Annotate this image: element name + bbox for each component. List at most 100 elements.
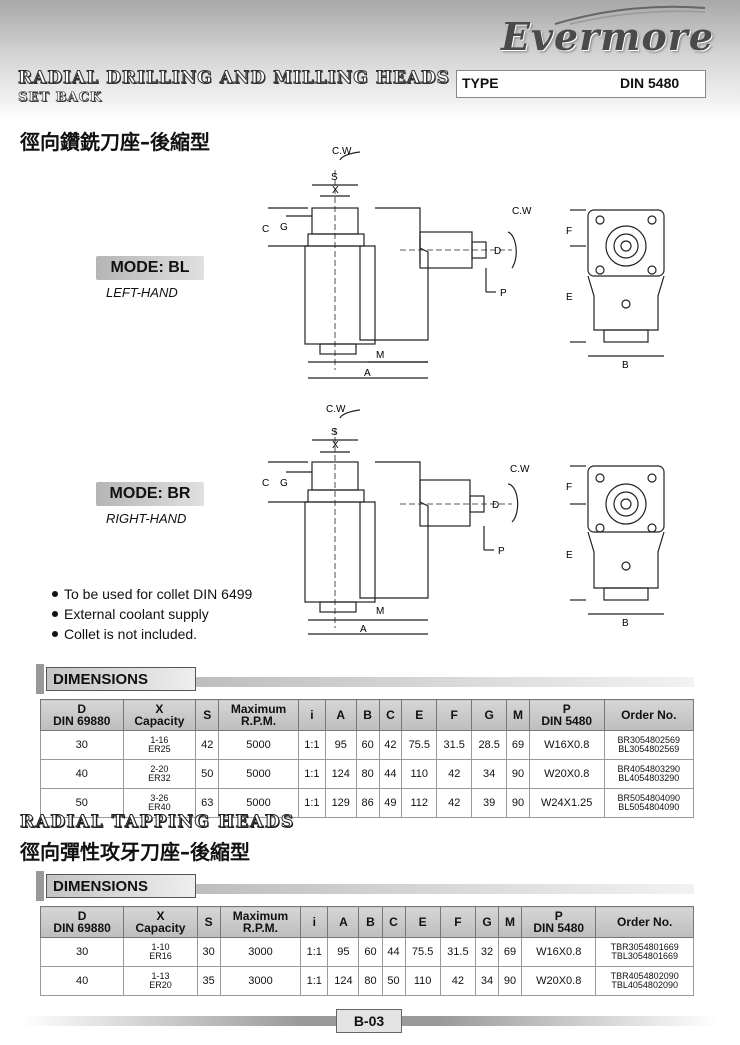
column-header: F — [439, 906, 477, 938]
column-header: S — [196, 906, 221, 938]
table-cell: 112 — [401, 788, 438, 818]
table-cell: 34 — [475, 966, 500, 996]
dim-m-label-2: M — [376, 606, 384, 617]
column-header: i — [300, 906, 329, 938]
column-header: M — [506, 699, 530, 731]
drawing-br-front: F E B — [566, 465, 665, 629]
dim-a-label: A — [364, 368, 371, 379]
table-cell: 50 — [40, 788, 124, 818]
table-cell: 63 — [195, 788, 220, 818]
table-cell: 30 — [39, 937, 125, 967]
brand-logo: Evermore — [501, 14, 714, 59]
dim-x-label-2: X — [332, 440, 339, 451]
dim-c-label-2: C — [262, 478, 269, 489]
table-cell: 90 — [498, 966, 523, 996]
column-header: C — [378, 699, 403, 731]
column-header: E — [404, 906, 441, 938]
page-title: RADIAL DRILLING AND MILLING HEADS — [18, 68, 450, 89]
note-item: Collet is not included. — [52, 624, 252, 644]
drawing-bl-side: C.W S X C G C.W D P M A — [262, 146, 532, 379]
table-cell: 42 — [378, 730, 403, 760]
table-cell: 49 — [378, 788, 403, 818]
table-cell: 42 — [436, 759, 473, 789]
table-cell: 42 — [436, 788, 473, 818]
table-cell: 75.5 — [404, 937, 441, 967]
table-cell: 110 — [401, 759, 438, 789]
logo-swoosh-icon — [554, 5, 706, 25]
dim-p-label: P — [500, 288, 507, 299]
table-cell: 5000 — [218, 730, 299, 760]
notes-list: To be used for collet DIN 6499 External … — [52, 584, 252, 644]
rotation-arrow-icon — [339, 151, 361, 161]
page-subtitle: SET BACK — [18, 90, 103, 106]
cw-label-3: C.W — [326, 404, 346, 415]
dim-f-label-2: F — [566, 482, 572, 493]
table-cell: 31.5 — [439, 937, 477, 967]
table-cell: 86 — [355, 788, 380, 818]
table-cell: 40 — [40, 759, 124, 789]
column-header: E — [401, 699, 438, 731]
table-cell: 1:1 — [297, 759, 326, 789]
table-cell: 31.5 — [436, 730, 473, 760]
table-cell: 28.5 — [471, 730, 508, 760]
table-cell: 1:1 — [297, 730, 326, 760]
table-cell: 30 — [196, 937, 221, 967]
table-cell: 129 — [324, 788, 357, 818]
table-cell: W16X0.8 — [521, 937, 597, 967]
mode-br-label: MODE: BR — [96, 482, 204, 506]
table-cell: 40 — [39, 966, 125, 996]
note-item: To be used for collet DIN 6499 — [52, 584, 252, 604]
table-cell: 32 — [475, 937, 500, 967]
table-cell: 39 — [471, 788, 508, 818]
dim-g-label-2: G — [280, 478, 288, 489]
table-cell: W20X0.8 — [528, 759, 605, 789]
dim-e-label-2: E — [566, 550, 573, 561]
section-title: RADIAL TAPPING HEADS — [20, 812, 295, 833]
dimensions-label: DIMENSIONS — [46, 667, 196, 691]
table-cell: 1:1 — [297, 788, 326, 818]
table-cell: 69 — [506, 730, 530, 760]
table-cell: 95 — [324, 730, 357, 760]
mode-bl-sub: LEFT-HAND — [106, 285, 178, 300]
dimensions-label-2: DIMENSIONS — [46, 874, 196, 898]
dim-e-label: E — [566, 292, 573, 303]
chinese-title: 徑向鑽銑刀座–後縮型 — [20, 130, 210, 154]
table-cell: 75.5 — [401, 730, 438, 760]
table-cell: 44 — [381, 937, 406, 967]
dimensions-rule — [190, 677, 694, 687]
cw-label: C.W — [332, 146, 352, 157]
dim-d-label-2: D — [492, 500, 499, 511]
column-header: i — [297, 699, 326, 731]
table-cell: 90 — [506, 759, 530, 789]
table-cell: 44 — [378, 759, 403, 789]
type-box — [456, 70, 706, 98]
table-cell: 80 — [358, 966, 383, 996]
table-cell: 35 — [196, 966, 221, 996]
dim-b-label: B — [622, 360, 629, 371]
mode-br-sub: RIGHT-HAND — [106, 511, 187, 526]
table-cell: 60 — [358, 937, 383, 967]
header-band — [0, 0, 740, 122]
dim-d-label: D — [494, 246, 501, 257]
dim-f-label: F — [566, 226, 572, 237]
column-header: M — [498, 906, 523, 938]
table-cell: 30 — [40, 730, 124, 760]
column-header: B — [358, 906, 383, 938]
table-cell: 110 — [404, 966, 441, 996]
table-cell: W24X1.25 — [528, 788, 605, 818]
table-cell: 69 — [498, 937, 523, 967]
cw-label-2: C.W — [512, 206, 532, 217]
